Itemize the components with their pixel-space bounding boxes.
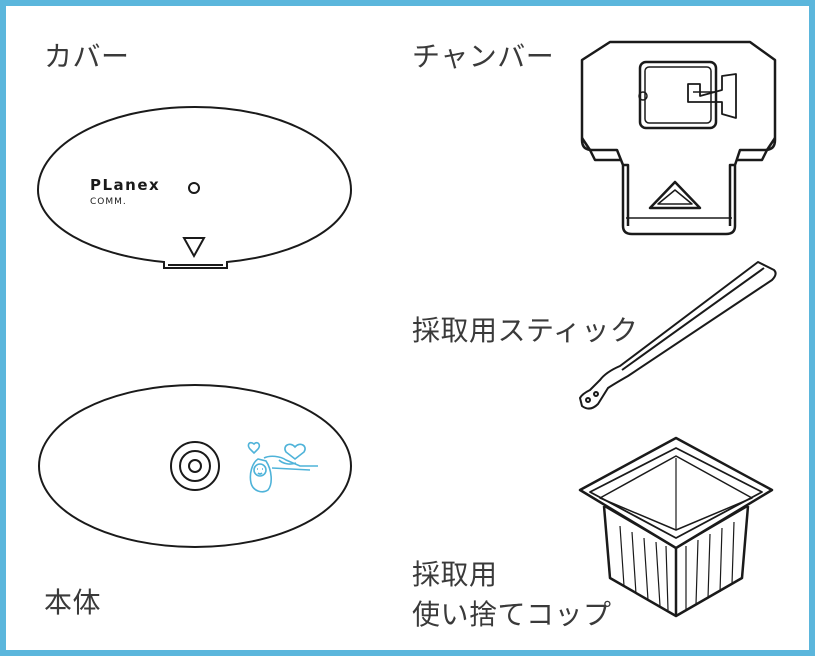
stick-label: 採取用スティック: [412, 314, 639, 347]
cup-label-line2: 使い捨てコップ: [412, 598, 612, 631]
stick-illustration: [579, 261, 777, 410]
cup-illustration: [578, 436, 774, 618]
parts-illustration: PLanex COMM.: [36, 40, 777, 618]
chamber-label: チャンバー: [412, 40, 555, 73]
body-label: 本体: [44, 586, 102, 619]
body-illustration: [38, 384, 352, 548]
cup-label-line1: 採取用: [412, 558, 498, 591]
cover-label: カバー: [44, 40, 130, 73]
cover-illustration: [36, 105, 353, 269]
cover-logo: PLanex: [90, 176, 160, 194]
stork-baby-icon: [247, 441, 318, 493]
body-sensor-icon: [170, 441, 220, 491]
chamber-illustration: [580, 40, 777, 236]
cover-logo-sub: COMM.: [90, 197, 127, 207]
